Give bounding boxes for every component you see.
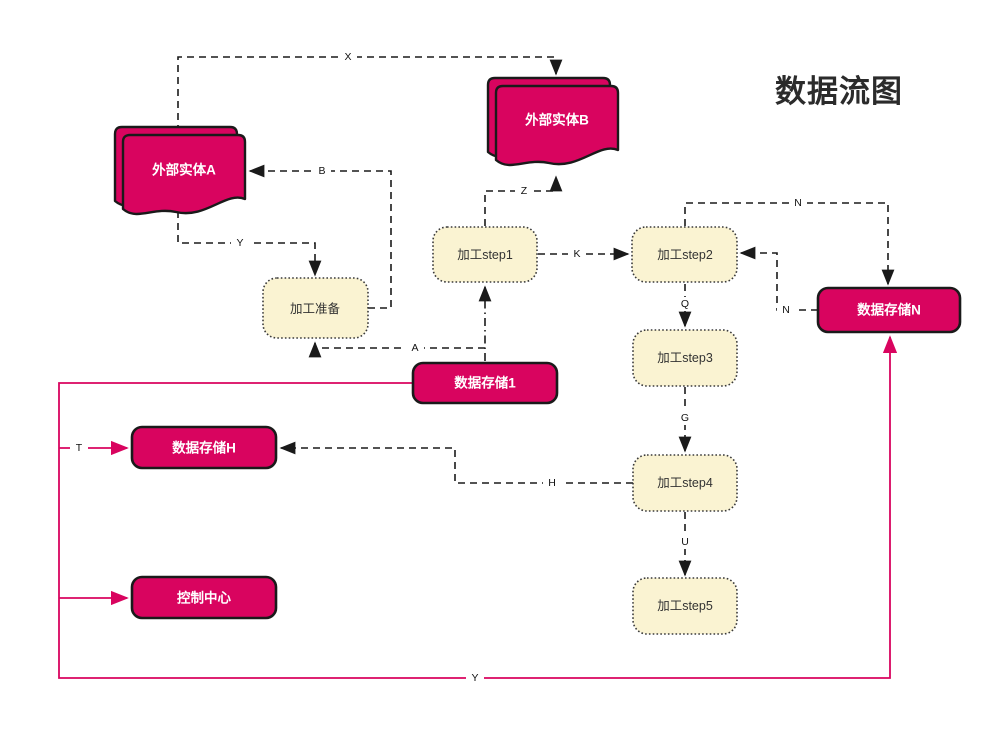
edge-label-a-text: A — [411, 342, 418, 354]
edge-x-entityA-to-entityB — [177, 56, 563, 132]
node-control-center[interactable]: 控制中心 — [130, 575, 278, 620]
edge-label-a: A — [406, 341, 424, 354]
edge-label-y-bottom: Y — [466, 671, 484, 684]
node-external-entity-b[interactable]: 外部实体B — [486, 76, 620, 167]
edge-label-k: K — [568, 247, 586, 260]
store-h-box[interactable] — [130, 425, 278, 470]
edge-label-x-bg — [339, 50, 357, 63]
edge-y-store1-loop-to-storeN — [58, 335, 898, 679]
edge-label-b-text: B — [318, 165, 325, 177]
external-entity-a-front-sheet — [121, 133, 247, 216]
edge-label-u-bg — [677, 535, 693, 549]
process-step4-box[interactable] — [632, 454, 738, 512]
external-entity-a-label: 外部实体A — [152, 162, 216, 178]
edge-label-t-bg — [70, 441, 88, 454]
edge-label-y-top-bg — [231, 236, 249, 249]
external-entity-b-label: 外部实体B — [525, 112, 589, 128]
process-step3-box[interactable] — [632, 329, 738, 387]
process-prep-box[interactable] — [262, 277, 369, 339]
edge-label-y-top-text: Y — [236, 237, 243, 249]
edge-label-z-text: Z — [521, 185, 528, 197]
edge-label-t: T — [70, 441, 88, 454]
edge-n-step2-to-storeN — [684, 202, 895, 286]
edge-label-x: X — [339, 50, 357, 63]
node-store-n[interactable]: 数据存储N — [816, 286, 962, 334]
edge-label-u: U — [677, 535, 693, 549]
edge-label-n-top-text: N — [794, 197, 802, 209]
process-step3-label: 加工step3 — [657, 351, 713, 365]
edge-z-step1-to-entityB — [484, 175, 563, 226]
store-n-label: 数据存储N — [857, 302, 921, 318]
edge-label-k-text: K — [573, 248, 580, 260]
node-process-prep[interactable]: 加工准备 — [262, 277, 369, 339]
edge-label-h-text: H — [548, 477, 556, 489]
edge-label-a-bg — [406, 341, 424, 354]
edge-label-n-return-text: N — [782, 304, 790, 316]
node-store-h[interactable]: 数据存储H — [130, 425, 278, 470]
process-step5-label: 加工step5 — [657, 599, 713, 613]
edge-label-q: Q — [677, 297, 693, 311]
external-entity-b-front-sheet — [494, 84, 620, 167]
node-store-1[interactable]: 数据存储1 — [411, 361, 559, 405]
edge-label-z: Z — [515, 184, 533, 197]
edge-n-storeN-to-step2 — [739, 246, 818, 311]
edge-label-n-return-bg — [777, 303, 795, 316]
edge-label-t-text: T — [76, 442, 83, 454]
control-center-label: 控制中心 — [177, 590, 231, 606]
node-process-step4[interactable]: 加工step4 — [632, 454, 738, 512]
page-title: 数据流图 — [775, 74, 903, 109]
edge-label-k-bg — [568, 247, 586, 260]
process-step2-box[interactable] — [631, 226, 738, 283]
edge-label-q-text: Q — [681, 298, 689, 310]
edge-label-y-top: Y — [231, 236, 249, 249]
edge-label-z-bg — [515, 184, 533, 197]
node-process-step2[interactable]: 加工step2 — [631, 226, 738, 283]
edge-label-x-text: X — [344, 51, 351, 63]
edge-a-branch-to-prep — [308, 341, 485, 358]
edge-h-step4-to-storeH — [279, 441, 633, 484]
store-1-box[interactable] — [411, 361, 559, 405]
process-step2-label: 加工step2 — [657, 248, 713, 262]
edge-label-q-bg — [677, 297, 693, 311]
edge-label-b: B — [313, 164, 331, 177]
edge-label-h: H — [543, 476, 561, 489]
store-n-box[interactable] — [816, 286, 962, 334]
edge-label-n-return: N — [777, 303, 795, 316]
process-step1-label: 加工step1 — [457, 248, 513, 262]
process-step1-box[interactable] — [432, 226, 538, 283]
store-1-label: 数据存储1 — [454, 375, 516, 391]
node-process-step1[interactable]: 加工step1 — [432, 226, 538, 283]
node-external-entity-a[interactable]: 外部实体A — [113, 125, 247, 216]
edge-label-y-bottom-bg — [466, 671, 484, 684]
edge-label-n-top: N — [789, 196, 807, 209]
edge-label-u-text: U — [681, 536, 689, 548]
edge-label-y-bottom-text: Y — [471, 672, 478, 684]
edge-label-g: G — [677, 411, 693, 425]
store-h-label: 数据存储H — [172, 440, 236, 456]
edge-label-n-top-bg — [789, 196, 807, 209]
process-step5-box[interactable] — [632, 577, 738, 635]
node-process-step5[interactable]: 加工step5 — [632, 577, 738, 635]
edge-label-g-bg — [677, 411, 693, 425]
edge-label-b-bg — [313, 164, 331, 177]
process-prep-label: 加工准备 — [290, 302, 341, 316]
node-process-step3[interactable]: 加工step3 — [632, 329, 738, 387]
process-step4-label: 加工step4 — [657, 476, 713, 490]
control-center-box[interactable] — [130, 575, 278, 620]
edge-label-h-bg — [543, 476, 561, 489]
edge-label-g-text: G — [681, 412, 689, 424]
